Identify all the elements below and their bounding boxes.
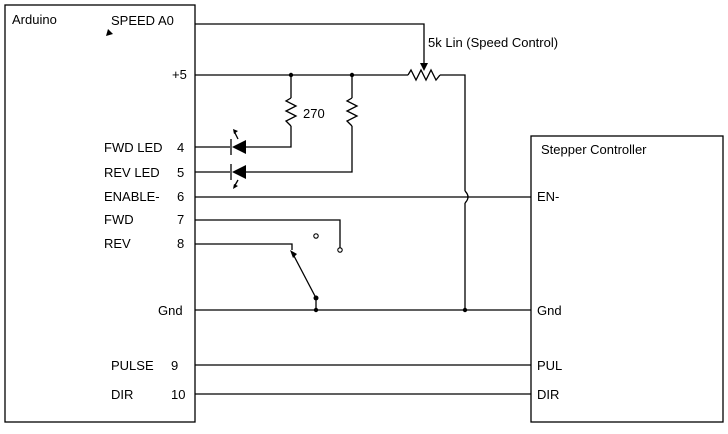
pin-label-rev: REV: [104, 236, 131, 251]
potentiometer-label: 5k Lin (Speed Control): [428, 35, 558, 50]
pin-label-dir: DIR: [111, 387, 133, 402]
junction-switch-ground: [313, 307, 319, 313]
pin-number-fwd: 7: [177, 212, 184, 227]
stepper-controller-title: Stepper Controller: [541, 142, 647, 157]
fwd-led-emission-arrow-icon: [233, 129, 238, 134]
resistor-rev-led: [345, 97, 359, 127]
wire-r2-bottom: [246, 126, 353, 173]
pin-label-enable: ENABLE-: [104, 189, 160, 204]
pin-number-rev-led: 5: [177, 165, 184, 180]
wire-rev-switch: [195, 243, 293, 250]
stepper-controller-box: [530, 135, 724, 423]
rev-led: [230, 164, 246, 189]
arduino-title: Arduino: [12, 12, 57, 27]
rev-led-emission-arrow-icon: [233, 184, 238, 189]
pin-label-pulse: PULSE: [111, 358, 154, 373]
arduino-box: [4, 4, 196, 423]
switch-contact-open: [337, 247, 343, 253]
pin-label-fwd: FWD: [104, 212, 134, 227]
wire-fwd-switch: [195, 219, 341, 248]
switch-lever: [293, 255, 317, 299]
pin-number-dir: 10: [171, 387, 185, 402]
pin-label-gnd: Gnd: [158, 303, 183, 318]
rev-led-triangle-icon: [232, 165, 246, 179]
pin-label-rev-led: REV LED: [104, 165, 160, 180]
switch-pivot-dot: [313, 295, 319, 301]
wire-r1-bottom: [246, 126, 292, 148]
speed-pin-arrow-icon: [106, 29, 113, 36]
junction-pot-ground: [462, 307, 468, 313]
pin-label-vplus: +5: [172, 67, 187, 82]
wire-speed: [195, 23, 425, 64]
wires: [195, 23, 531, 395]
pin-number-pulse: 9: [171, 358, 178, 373]
fwd-led-triangle-icon: [232, 140, 246, 154]
pin-number-rev: 8: [177, 236, 184, 251]
controller-pin-pul: PUL: [537, 358, 562, 373]
potentiometer: [407, 63, 441, 82]
wire-pot-to-ground: [440, 74, 466, 191]
controller-pin-gnd: Gnd: [537, 303, 562, 318]
switch-lever-arrow-icon: [290, 250, 297, 258]
pin-number-fwd-led: 4: [177, 140, 184, 155]
junctions: [288, 72, 468, 313]
potentiometer-zigzag: [407, 68, 441, 82]
switch-contact-fwd: [313, 233, 319, 239]
junction-vplus-r1: [288, 72, 294, 78]
direction-switch: [290, 233, 343, 301]
resistor-270: [284, 97, 298, 127]
controller-pin-en: EN-: [537, 189, 559, 204]
resistor-label: 270: [303, 106, 325, 121]
controller-pin-dir: DIR: [537, 387, 559, 402]
junction-vplus-r2: [349, 72, 355, 78]
pin-label-fwd-led: FWD LED: [104, 140, 163, 155]
potentiometer-wiper-arrow: [420, 63, 428, 71]
fwd-led: [230, 129, 246, 155]
pin-label-speed: SPEED A0: [111, 13, 174, 28]
pin-number-enable: 6: [177, 189, 184, 204]
